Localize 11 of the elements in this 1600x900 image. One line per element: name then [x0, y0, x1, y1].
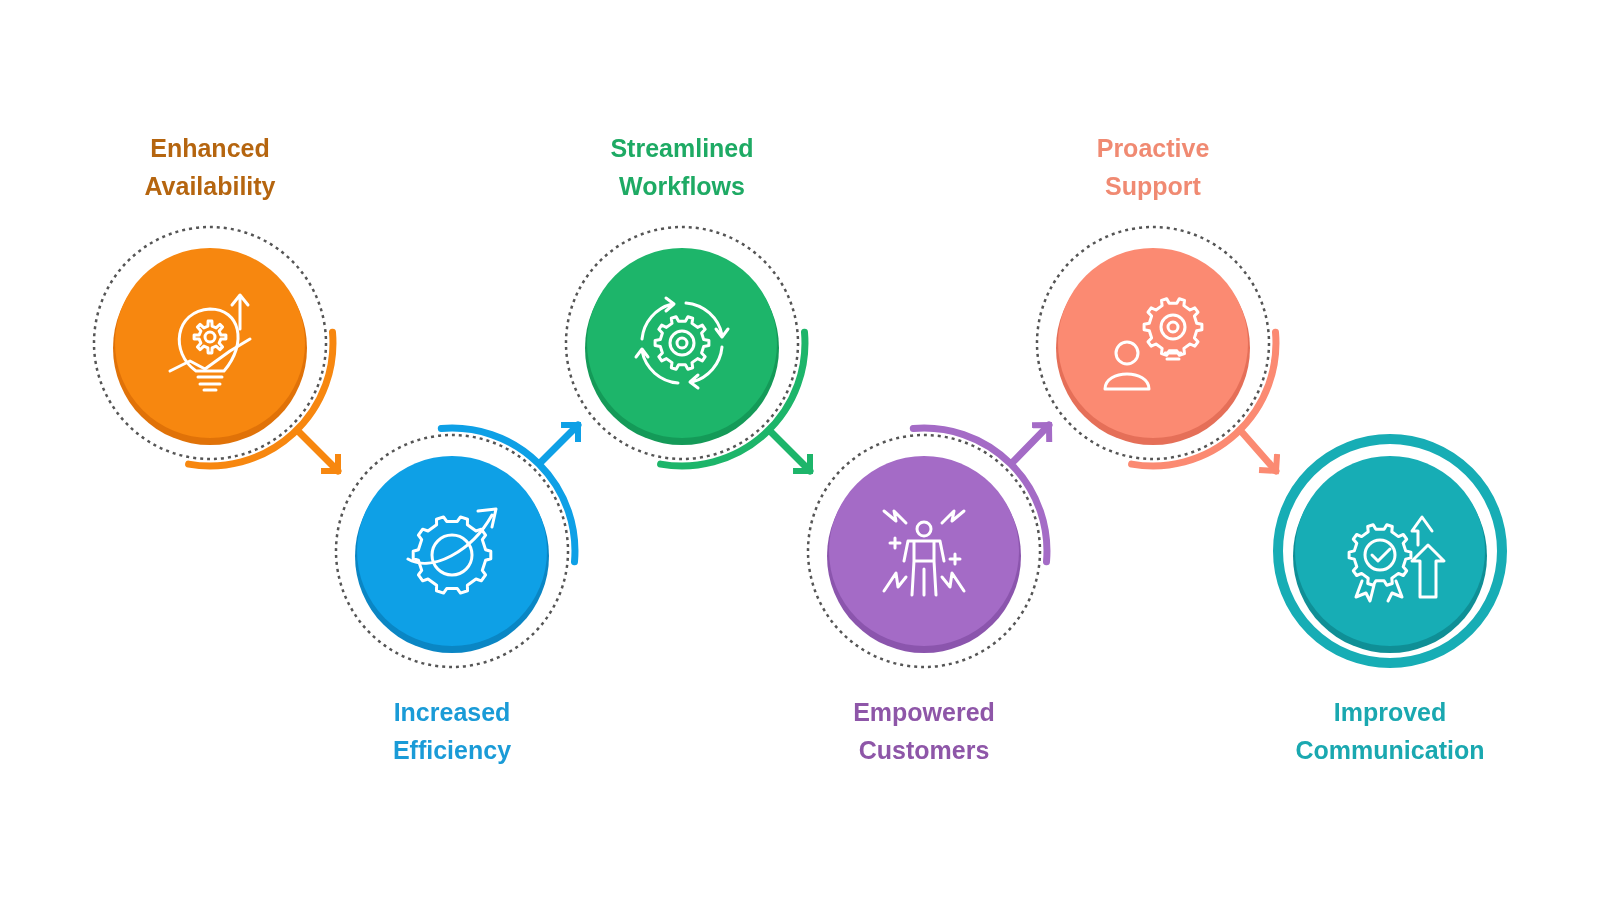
step-title: Empowered Customers — [852, 697, 996, 766]
curved-arrow — [657, 328, 814, 475]
step-title: Proactive Support — [1095, 133, 1211, 202]
curved-arrow — [909, 421, 1053, 566]
step-title: Improved Communication — [1294, 697, 1486, 766]
curved-arrow — [437, 421, 582, 566]
step-title: Enhanced Availability — [143, 133, 277, 202]
step-title: Streamlined Workflows — [609, 133, 755, 202]
curved-arrow — [1128, 328, 1281, 475]
step-title: Increased Efficiency — [391, 697, 513, 766]
curved-arrow — [185, 328, 342, 475]
